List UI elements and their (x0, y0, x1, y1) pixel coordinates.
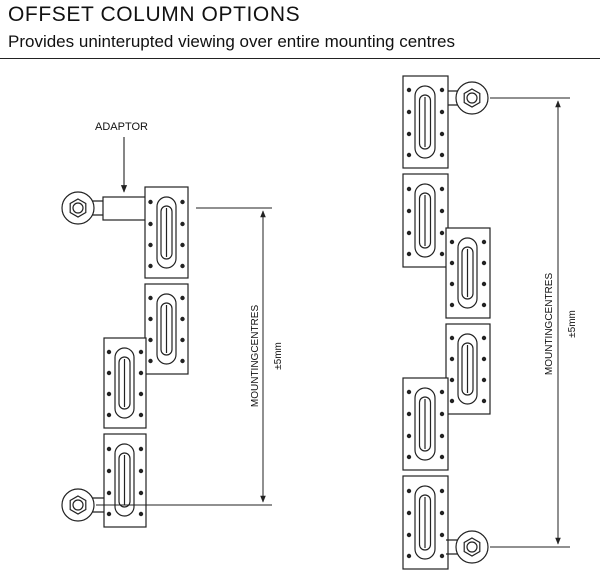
right-dimension-label: MOUNTINGCENTRES (544, 273, 555, 376)
gauge-glass-3 (103, 337, 147, 429)
right-bottom-eye-stem (446, 539, 458, 555)
bottom-eye-stem (92, 497, 104, 513)
header-divider (0, 58, 600, 59)
page-title: OFFSET COLUMN OPTIONS (8, 3, 301, 26)
adaptor-label: ADAPTOR (95, 121, 148, 133)
top-mounting-eye (61, 191, 95, 225)
left-dimension-label: MOUNTINGCENTRES (250, 305, 261, 408)
bottom-mounting-eye (61, 488, 95, 522)
right-bolts (406, 87, 487, 559)
right-top-mounting-eye (455, 81, 489, 115)
page-subtitle: Provides uninterupted viewing over entir… (8, 32, 455, 51)
right-dimension (490, 97, 570, 548)
right-column-assembly (402, 75, 491, 570)
left-column-assembly (61, 186, 189, 528)
top-eye-stem (92, 200, 104, 216)
left-bolts (106, 199, 185, 517)
right-tolerance-label: ±5mm (567, 310, 578, 338)
left-tolerance-label: ±5mm (273, 342, 284, 370)
adaptor (102, 196, 148, 221)
right-gauge-glass-5 (402, 377, 449, 471)
left-dimension (96, 207, 272, 506)
right-bottom-mounting-eye (455, 530, 489, 564)
